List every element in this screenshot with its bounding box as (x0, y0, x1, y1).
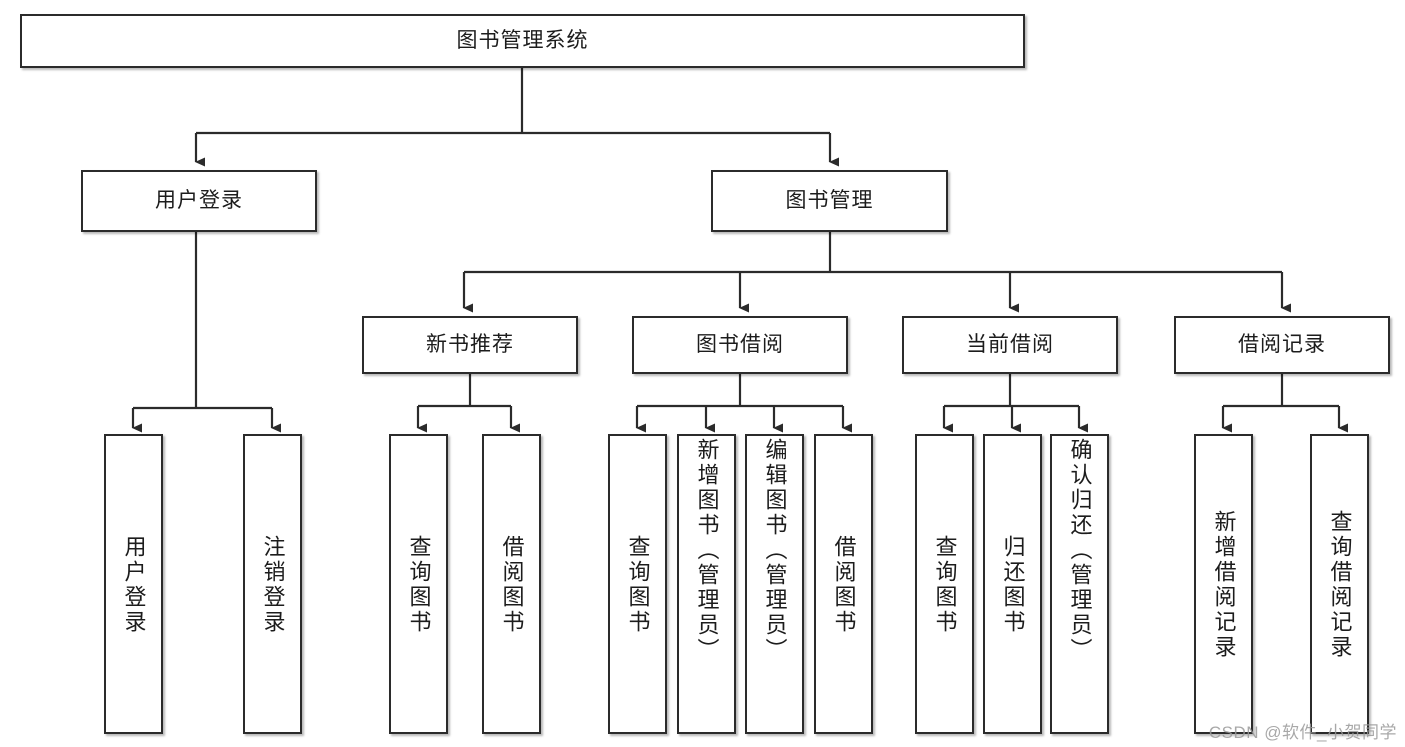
node-leaf-query-record[interactable]: 查询借阅记录 (1310, 434, 1369, 734)
node-new-book-rec-label: 新书推荐 (426, 332, 514, 356)
node-leaf-borrow-book-1-label: 借阅图书 (499, 535, 525, 635)
node-leaf-query-book-1-label: 查询图书 (406, 535, 432, 635)
node-leaf-borrow-book-2-label: 借阅图书 (831, 535, 857, 635)
node-current-borrow-label: 当前借阅 (966, 332, 1054, 356)
node-book-borrow-label: 图书借阅 (696, 332, 784, 356)
node-leaf-borrow-book-2[interactable]: 借阅图书 (814, 434, 873, 734)
node-leaf-user-login[interactable]: 用户登录 (104, 434, 163, 734)
node-new-book-rec[interactable]: 新书推荐 (362, 316, 578, 374)
node-root-label: 图书管理系统 (456, 28, 589, 52)
node-user-login-label: 用户登录 (155, 188, 243, 212)
node-leaf-query-book-3-label: 查询图书 (932, 535, 958, 635)
node-current-borrow[interactable]: 当前借阅 (902, 316, 1118, 374)
node-leaf-confirm-return-label: 确认归还（管理员） (1067, 438, 1093, 663)
node-leaf-query-book-2-label: 查询图书 (625, 535, 651, 635)
node-leaf-return-book-label: 归还图书 (1000, 535, 1026, 635)
node-borrow-record[interactable]: 借阅记录 (1174, 316, 1390, 374)
node-book-manage-label: 图书管理 (785, 188, 874, 212)
node-leaf-return-book[interactable]: 归还图书 (983, 434, 1042, 734)
node-user-login[interactable]: 用户登录 (81, 170, 317, 232)
node-borrow-record-label: 借阅记录 (1238, 332, 1326, 356)
node-leaf-edit-book[interactable]: 编辑图书（管理员） (745, 434, 804, 734)
node-book-borrow[interactable]: 图书借阅 (632, 316, 848, 374)
node-leaf-user-login-label: 用户登录 (121, 535, 147, 635)
node-leaf-query-book-1[interactable]: 查询图书 (389, 434, 448, 734)
node-book-manage[interactable]: 图书管理 (711, 170, 948, 232)
node-leaf-borrow-book-1[interactable]: 借阅图书 (482, 434, 541, 734)
node-leaf-add-book-label: 新增图书（管理员） (694, 438, 720, 663)
node-leaf-add-record[interactable]: 新增借阅记录 (1194, 434, 1253, 734)
node-leaf-query-book-3[interactable]: 查询图书 (915, 434, 974, 734)
node-root[interactable]: 图书管理系统 (20, 14, 1025, 68)
node-leaf-add-record-label: 新增借阅记录 (1211, 510, 1237, 660)
node-leaf-confirm-return[interactable]: 确认归还（管理员） (1050, 434, 1109, 734)
node-leaf-query-book-2[interactable]: 查询图书 (608, 434, 667, 734)
node-leaf-edit-book-label: 编辑图书（管理员） (762, 438, 788, 663)
node-leaf-query-record-label: 查询借阅记录 (1327, 510, 1353, 660)
node-leaf-logout-label: 注销登录 (260, 535, 286, 635)
node-leaf-add-book[interactable]: 新增图书（管理员） (677, 434, 736, 734)
watermark: CSDN @软件_小贺同学 (1208, 723, 1397, 742)
node-leaf-logout[interactable]: 注销登录 (243, 434, 302, 734)
